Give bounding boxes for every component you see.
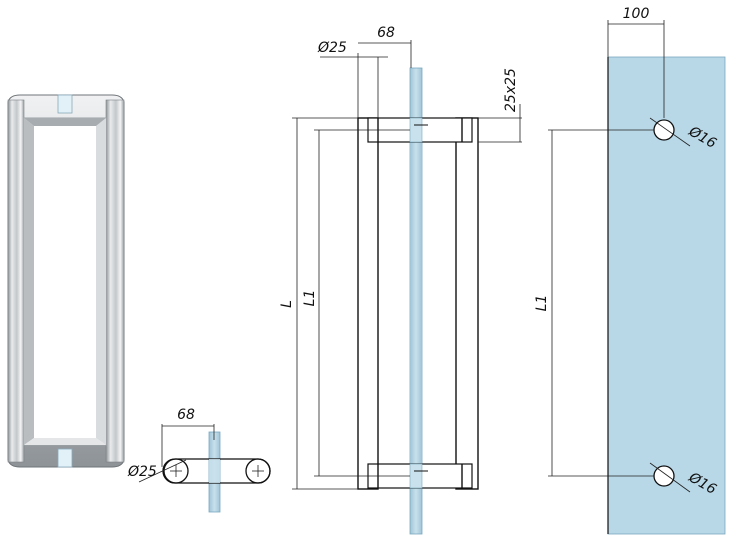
plan-bar-left [163,458,189,484]
front-bar-left [357,117,379,490]
standoff-section-label: 25x25 [503,68,519,112]
glass-L1-label: L1 [534,295,550,312]
glass-hole-layout: 100 Ø16 Ø16 L1 [534,6,726,535]
hole-offset-label: 100 [623,6,650,22]
plan-diameter-label: Ø25 [127,464,157,480]
mounting-hole-bottom [653,465,675,487]
plan-view: 68 Ø25 [127,407,271,513]
plan-bar-right [245,458,271,484]
length-L1-label: L1 [302,290,318,307]
front-diameter-label: Ø25 [317,40,347,56]
front-width-label: 68 [377,25,395,41]
front-bar-right [455,117,479,490]
product-photo [7,94,125,468]
plan-width-label: 68 [177,407,195,423]
front-view: Ø25 68 25x25 L L1 [279,25,522,535]
length-L-label: L [279,300,295,308]
